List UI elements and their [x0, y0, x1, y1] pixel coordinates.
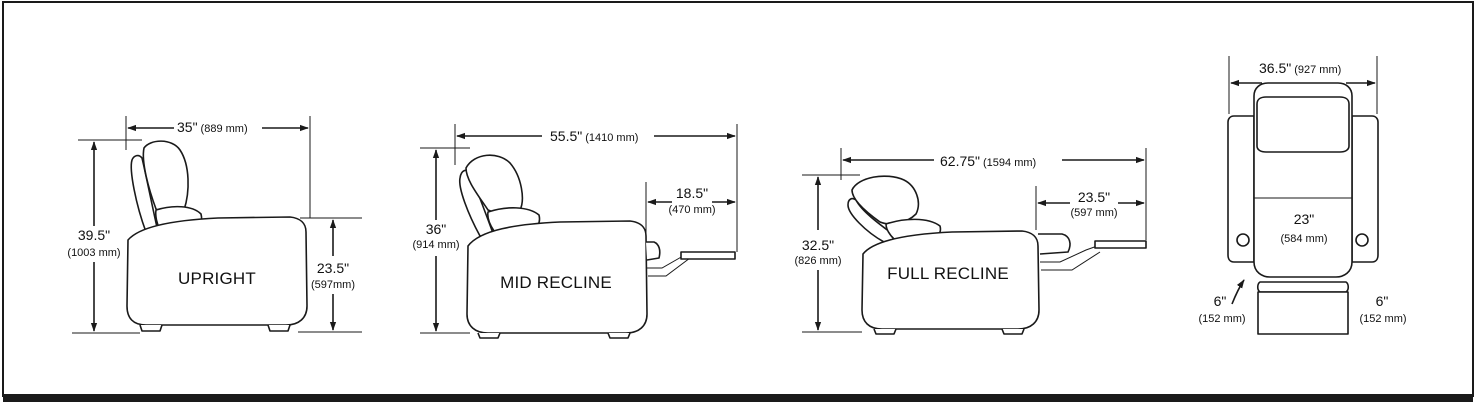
upright-view-label: UPRIGHT — [178, 269, 256, 288]
bottom-bar — [3, 394, 1473, 402]
mid-recline-view: 55.5"(1410 mm) 36" (914 mm) 18.5" (470 m… — [412, 124, 738, 339]
full-length-label: 62.75"(1594 mm) — [940, 153, 1036, 169]
mid-height-in: 36" — [426, 221, 447, 237]
top-view: 36.5"(927 mm) 23" (584 mm) 6" (152 mm) 6… — [1198, 56, 1407, 335]
mid-recline-chair — [458, 154, 736, 339]
top-seat-width-mm: (584 mm) — [1280, 233, 1327, 245]
upright-height-in: 39.5" — [78, 227, 110, 243]
top-seat-width-in: 23" — [1294, 211, 1315, 227]
full-footrest-in: 23.5" — [1078, 189, 1110, 205]
upright-width-label: 35"(889 mm) — [177, 119, 248, 135]
top-right-arm-in: 6" — [1376, 293, 1389, 309]
upright-seat-height-in: 23.5" — [317, 260, 349, 276]
top-left-arm-in: 6" — [1214, 293, 1227, 309]
mid-footrest-in: 18.5" — [676, 185, 708, 201]
mid-footrest-mm: (470 mm) — [668, 204, 715, 216]
mid-recline-view-label: MID RECLINE — [500, 273, 612, 292]
upright-seat-height-mm: (597mm) — [311, 279, 355, 291]
upright-chair — [126, 140, 308, 332]
top-width-label: 36.5"(927 mm) — [1259, 60, 1341, 76]
full-recline-chair — [847, 175, 1147, 335]
full-recline-view-label: FULL RECLINE — [887, 264, 1009, 283]
upright-view: 35"(889 mm) 39.5" (1003 mm) 23.5" (597mm… — [67, 116, 362, 334]
top-right-arm-mm: (152 mm) — [1359, 313, 1406, 325]
full-height-in: 32.5" — [802, 237, 834, 253]
full-footrest-mm: (597 mm) — [1070, 207, 1117, 219]
full-height-mm: (826 mm) — [794, 255, 841, 267]
mid-height-mm: (914 mm) — [412, 239, 459, 251]
top-left-arm-mm: (152 mm) — [1198, 313, 1245, 325]
mid-length-label: 55.5"(1410 mm) — [550, 128, 638, 144]
upright-height-mm: (1003 mm) — [67, 247, 120, 259]
top-view-chair — [1227, 82, 1379, 335]
full-recline-view: 62.75"(1594 mm) 32.5" (826 mm) 23.5" (59… — [794, 148, 1147, 335]
